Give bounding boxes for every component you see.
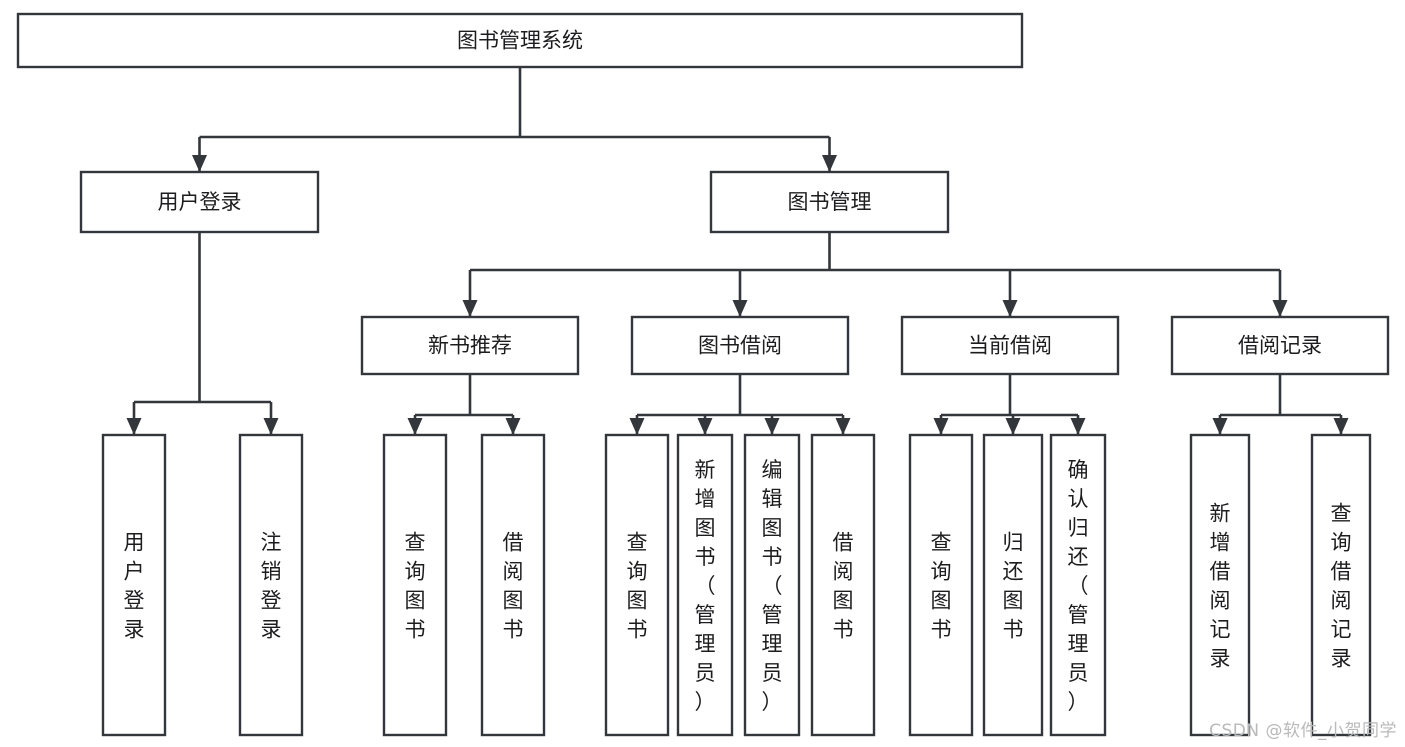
node-box[interactable] [16, 12, 1024, 69]
arrow-head-icon [732, 300, 748, 317]
node-label: 借阅图书 [503, 531, 524, 642]
node-box[interactable] [900, 315, 1120, 376]
node-label: 图书管理系统 [457, 29, 583, 53]
node-leaf-5[interactable]: 新增图书（管理员） [676, 433, 734, 737]
node-label: 查询图书 [627, 531, 648, 642]
arrow-head-icon [126, 418, 142, 435]
node-box[interactable] [1189, 433, 1251, 737]
node-box[interactable] [743, 433, 801, 737]
node-box[interactable] [604, 433, 670, 737]
node-box[interactable] [1310, 433, 1372, 737]
node-label: 新增图书（管理员） [695, 458, 716, 714]
node-label: 图书管理 [788, 190, 872, 214]
arrow-head-icon [697, 418, 713, 435]
arrow-head-icon [629, 418, 645, 435]
arrow-head-icon [1212, 418, 1228, 435]
node-label: 确认归还（管理员） [1068, 458, 1089, 714]
node-leaf-1[interactable]: 注销登录 [238, 433, 304, 737]
node-level2-1[interactable]: 图书管理 [709, 170, 950, 234]
arrow-head-icon [192, 155, 207, 172]
node-level3-3[interactable]: 借阅记录 [1170, 315, 1390, 376]
node-leaf-6[interactable]: 编辑图书（管理员） [743, 433, 801, 737]
node-label: 当前借阅 [968, 334, 1052, 358]
node-label: 借阅图书 [833, 531, 854, 642]
arrow-head-icon [1070, 418, 1086, 435]
node-box[interactable] [676, 433, 734, 737]
node-label: 用户登录 [158, 190, 242, 214]
node-label: 新书推荐 [428, 334, 512, 358]
node-box[interactable] [1170, 315, 1390, 376]
node-leaf-9[interactable]: 归还图书 [982, 433, 1044, 737]
node-leaf-8[interactable]: 查询图书 [908, 433, 974, 737]
node-label: 注销登录 [261, 531, 282, 642]
node-level2-0[interactable]: 用户登录 [79, 170, 320, 234]
node-leaf-0[interactable]: 用户登录 [101, 433, 167, 737]
node-level3-0[interactable]: 新书推荐 [360, 315, 580, 376]
node-leaf-11[interactable]: 新增借阅记录 [1189, 433, 1251, 737]
node-box[interactable] [360, 315, 580, 376]
arrow-head-icon [1333, 418, 1349, 435]
arrow-head-icon [1002, 300, 1018, 317]
arrow-head-icon [407, 418, 423, 435]
node-box[interactable] [810, 433, 876, 737]
node-box[interactable] [908, 433, 974, 737]
node-label: 借阅记录 [1238, 334, 1322, 358]
node-box[interactable] [101, 433, 167, 737]
node-label: 用户登录 [124, 531, 145, 642]
node-label: 查询图书 [405, 531, 426, 642]
arrow-head-icon [462, 300, 478, 317]
node-label: 图书借阅 [698, 334, 782, 358]
node-box[interactable] [238, 433, 304, 737]
node-leaf-3[interactable]: 借阅图书 [480, 433, 546, 737]
node-label: 查询图书 [931, 531, 952, 642]
node-leaf-4[interactable]: 查询图书 [604, 433, 670, 737]
node-leaf-7[interactable]: 借阅图书 [810, 433, 876, 737]
node-box[interactable] [480, 433, 546, 737]
arrow-head-icon [505, 418, 521, 435]
arrow-head-icon [263, 418, 279, 435]
node-label: 编辑图书（管理员） [762, 458, 783, 714]
node-box[interactable] [1049, 433, 1107, 737]
node-root[interactable]: 图书管理系统 [16, 12, 1024, 69]
node-box[interactable] [982, 433, 1044, 737]
node-box[interactable] [382, 433, 448, 737]
connector-layer [126, 67, 1349, 435]
arrow-head-icon [822, 155, 837, 172]
node-box[interactable] [709, 170, 950, 234]
node-level3-1[interactable]: 图书借阅 [630, 315, 850, 376]
arrow-head-icon [933, 418, 949, 435]
node-leaf-12[interactable]: 查询借阅记录 [1310, 433, 1372, 737]
node-label: 新增借阅记录 [1210, 502, 1231, 671]
arrow-head-icon [1272, 300, 1288, 317]
node-layer: 图书管理系统用户登录图书管理新书推荐图书借阅当前借阅借阅记录用户登录注销登录查询… [16, 12, 1390, 737]
node-level3-2[interactable]: 当前借阅 [900, 315, 1120, 376]
node-label: 查询借阅记录 [1331, 502, 1352, 671]
node-box[interactable] [630, 315, 850, 376]
node-leaf-10[interactable]: 确认归还（管理员） [1049, 433, 1107, 737]
node-box[interactable] [79, 170, 320, 234]
node-leaf-2[interactable]: 查询图书 [382, 433, 448, 737]
arrow-head-icon [835, 418, 851, 435]
node-label: 归还图书 [1003, 531, 1024, 642]
arrow-head-icon [1005, 418, 1021, 435]
arrow-head-icon [764, 418, 780, 435]
